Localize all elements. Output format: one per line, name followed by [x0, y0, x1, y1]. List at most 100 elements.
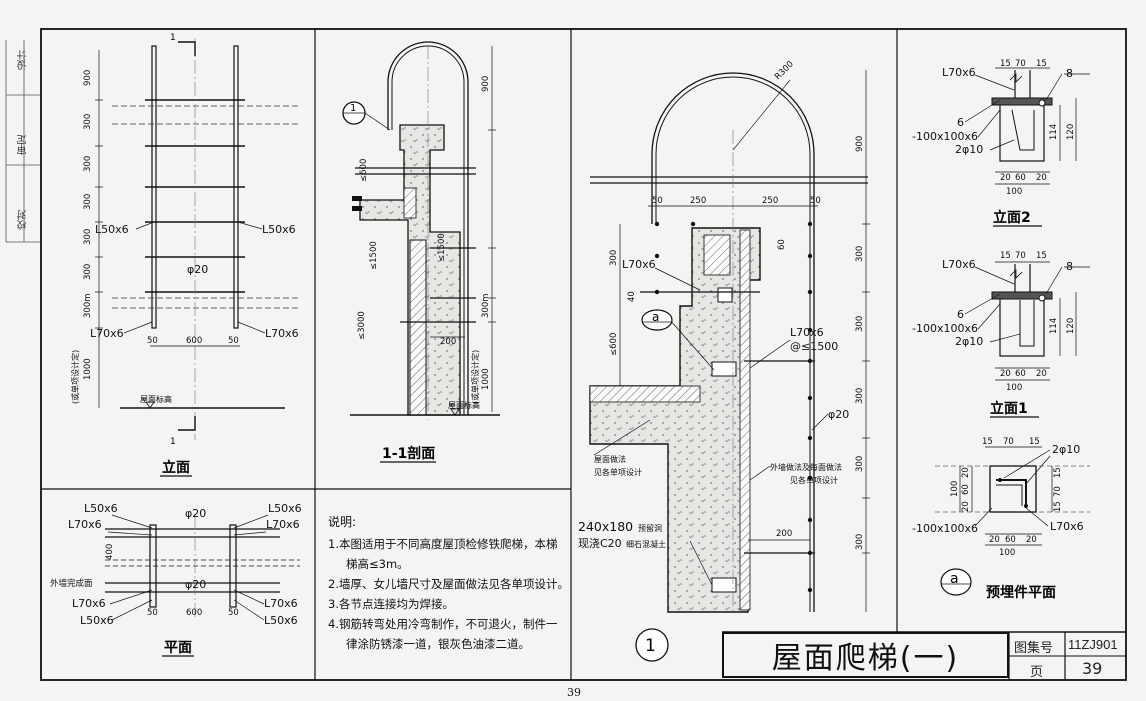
d1-label-concrete: 现浇C20 — [578, 537, 622, 550]
ep-marker: a — [950, 571, 959, 587]
e1-label-bars: 2φ10 — [955, 335, 983, 348]
sheet-title: 屋面爬梯(一) — [722, 632, 1009, 678]
ep-dim-r1: 70 — [1053, 486, 1063, 497]
note-item-4-cont: 律涂防锈漆一道，银灰色油漆二道。 — [346, 637, 530, 651]
e1-dim-120: 120 — [1066, 318, 1076, 334]
d1-dim-r5: 300 — [855, 534, 865, 550]
sect-note-vertical: (或单项设计定) — [470, 350, 480, 404]
elev-dim-h2: 50 — [228, 336, 239, 346]
d1-label-opening-size: 240x180 — [578, 519, 633, 534]
elevation-1-view: 15 70 15 114 120 20 60 20 100 L70x6 6 -1… — [912, 251, 1090, 418]
sect-dim-v4: 1000 — [481, 368, 491, 390]
e1-dim-100: 100 — [1006, 383, 1022, 393]
plan-label-l70-br: L70x6 — [264, 597, 298, 610]
plan-label-l50-tr: L50x6 — [268, 502, 302, 515]
section-callout-number: 1 — [350, 103, 356, 114]
plan-label-wall-finish: 外墙完成面 — [50, 578, 93, 589]
d1-callout-number: 1 — [645, 636, 656, 656]
ep-dim-top0: 15 — [982, 437, 993, 447]
d1-dim-r4: 300 — [855, 456, 865, 472]
section-caption: 1-1剖面 — [382, 445, 435, 462]
note-1-text: 本图适用于不同高度屋顶检修铁爬梯，本梯 — [338, 537, 558, 551]
ep-dim-l3: 100 — [950, 481, 960, 497]
note-item-3: 3.各节点连接均为焊接。 — [328, 594, 568, 614]
elevation-caption: 立面 — [162, 459, 190, 476]
e1-dim-20a: 20 — [1000, 369, 1011, 379]
elev-dim-v0: 900 — [83, 70, 93, 86]
e1-dim-15b: 15 — [1036, 251, 1047, 261]
elev-label-l50-right: L50x6 — [262, 223, 296, 236]
note-item-1: 1.本图适用于不同高度屋顶检修铁爬梯，本梯 — [328, 534, 568, 554]
sect-dim-v2: ≤1500 — [369, 241, 379, 270]
e1-dim-15a: 15 — [1000, 251, 1011, 261]
ep-dim-b2: 20 — [1026, 535, 1037, 545]
note-item-2: 2.墙厚、女儿墙尺寸及屋面做法见各单项设计。 — [328, 574, 569, 594]
d1-label-concrete-note: 细石混凝土 — [626, 539, 666, 549]
notes-heading: 说明: — [328, 515, 357, 529]
section-view: 1 900 ≤600 ≤1500 ≤3000 1000 ≤1500 300m (… — [342, 41, 500, 420]
d1-label-l70-left: L70x6 — [622, 258, 656, 271]
e1-dim-70: 70 — [1015, 251, 1026, 261]
sect-roof-level: 屋面标高 — [448, 400, 480, 410]
section-mark-bottom: 1 — [170, 437, 176, 447]
plan-label-l70-bl: L70x6 — [72, 597, 106, 610]
e2-dim-15a: 15 — [1000, 59, 1011, 69]
atlas-label: 图集号 — [1014, 641, 1054, 656]
elev-dim-v1: 300 — [83, 114, 93, 130]
e2-dim-100: 100 — [1006, 187, 1022, 197]
elev-dim-h1: 600 — [186, 336, 202, 346]
notes-block: 说明: 1.本图适用于不同高度屋顶检修铁爬梯，本梯 梯高≤3m。 2.墙厚、女儿… — [328, 512, 569, 654]
ep-dim-l1: 60 — [961, 484, 971, 495]
elev-note-vertical: (或单项设计定) — [70, 350, 80, 404]
plan-label-phi20-top: φ20 — [185, 507, 206, 520]
elev-label-l70-left: L70x6 — [90, 327, 124, 340]
plan-dim-50a: 50 — [147, 608, 158, 618]
d1-dim-r1: 300 — [855, 246, 865, 262]
plan-dim-400: 400 — [105, 544, 115, 560]
elev-dim-v7: 300m — [83, 293, 93, 318]
elev-label-phi20: φ20 — [187, 263, 208, 276]
e2-dim-70: 70 — [1015, 59, 1026, 69]
d1-dim-top3: 50 — [810, 196, 821, 206]
note-item-1-cont: 梯高≤3m。 — [346, 557, 409, 571]
page-number: 39 — [1082, 659, 1103, 678]
d1-a-marker: a — [652, 310, 659, 324]
d1-wall-note-1: 外墙做法及每面做法 — [770, 462, 842, 472]
elev-dim-h0: 50 — [147, 336, 158, 346]
elev-label-l70-right: L70x6 — [265, 327, 299, 340]
plan-label-l50-bl: L50x6 — [80, 614, 114, 627]
note-3-text: 各节点连接均为焊接。 — [338, 597, 454, 611]
elev-label-l50-left: L50x6 — [95, 223, 129, 236]
ep-label-bars: 2φ10 — [1052, 443, 1080, 456]
note-4-text: 钢筋转弯处用冷弯制作，不可退火，制件一 — [338, 617, 558, 631]
d1-dim-l1: 40 — [627, 291, 637, 302]
d1-label-phi20: φ20 — [828, 408, 849, 421]
e2-dim-20b: 20 — [1036, 173, 1047, 183]
ep-dim-l2: 20 — [961, 501, 971, 512]
ep-dim-top1: 70 — [1003, 437, 1014, 447]
note-item-4: 4.钢筋转弯处用冷弯制作，不可退火，制件一 — [328, 614, 568, 634]
e1-dim-20b: 20 — [1036, 369, 1047, 379]
ep-dim-top2: 15 — [1029, 437, 1040, 447]
plan-label-l70-tl: L70x6 — [68, 518, 102, 531]
sect-dim-v1: ≤600 — [359, 159, 369, 182]
elev-dim-v4: 300 — [83, 229, 93, 245]
e2-label-bars: 2φ10 — [955, 143, 983, 156]
sect-dim-v6: 300m — [481, 293, 491, 318]
d1-label-l70-right: L70x6 — [790, 326, 824, 339]
d1-dim-l2: ≤600 — [609, 333, 619, 356]
ep-caption: 预埋件平面 — [986, 584, 1056, 601]
ep-dim-r0: 15 — [1053, 467, 1063, 478]
e1-label-n6: 6 — [957, 308, 964, 321]
note-1-num: 1. — [328, 537, 339, 551]
elevation-2-view: 15 70 15 114 120 20 60 20 100 L70x6 6 -1… — [912, 59, 1090, 227]
d1-radius: R300 — [773, 59, 796, 82]
note-4-num: 4. — [328, 617, 339, 631]
plan-label-l50-br: L50x6 — [264, 614, 298, 627]
plan-view: L50x6 L50x6 L70x6 L70x6 φ20 φ20 L70x6 L5… — [50, 502, 302, 627]
d1-dim-top2: 250 — [762, 196, 778, 206]
e1-dim-60: 60 — [1015, 369, 1026, 379]
side-strip-lines — [5, 40, 40, 243]
embed-plan-view: 15 70 15 20 60 20 100 15 70 15 20 60 20 … — [912, 437, 1090, 601]
plan-caption: 平面 — [164, 640, 192, 656]
